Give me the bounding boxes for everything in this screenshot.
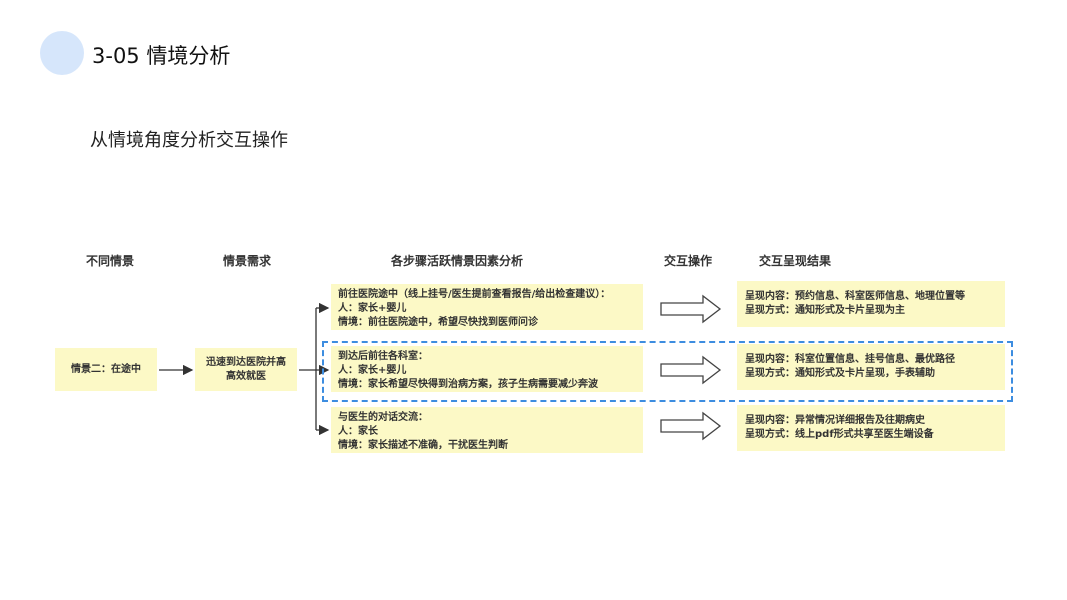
result-line: 呈现内容：预约信息、科室医师信息、地理位置等 (745, 291, 965, 302)
result-line: 呈现方式：通知形式及卡片呈现为主 (745, 305, 905, 316)
result-box-3: 呈现内容：异常情况详细报告及往期病史 呈现方式：线上pdf形式共享至医生端设备 (737, 405, 1005, 451)
column-header-interaction: 交互操作 (663, 254, 713, 268)
step-line: 前往医院途中（线上挂号/医生提前查看报告/给出检查建议）： (338, 289, 611, 300)
result-line: 呈现内容：科室位置信息、挂号信息、最优路径 (745, 354, 955, 365)
need-line: 迅速到达医院并高 (206, 356, 286, 368)
page-title: 3-05 情境分析 (92, 44, 231, 68)
result-box-2: 呈现内容：科室位置信息、挂号信息、最优路径 呈现方式：通知形式及卡片呈现，手表辅… (737, 344, 1005, 390)
page-subtitle: 从情境角度分析交互操作 (90, 130, 288, 151)
highlight-dashed-frame (322, 341, 1013, 402)
result-line: 呈现内容：异常情况详细报告及往期病史 (745, 415, 925, 426)
step-line: 与医生的对话交流： (338, 412, 428, 423)
step-line: 人：家长+婴儿 (338, 303, 407, 314)
result-line: 呈现方式：线上pdf形式共享至医生端设备 (745, 429, 934, 440)
step-box-doctor-talk: 与医生的对话交流： 人：家长 情境：家长描述不准确，干扰医生判断 (331, 407, 643, 453)
scenario-box: 情景二：在途中 (55, 348, 157, 391)
step-line: 情境：前往医院途中，希望尽快找到医师问诊 (338, 317, 538, 328)
result-box-1: 呈现内容：预约信息、科室医师信息、地理位置等 呈现方式：通知形式及卡片呈现为主 (737, 281, 1005, 327)
column-header-result: 交互呈现结果 (758, 254, 832, 268)
step-line: 情境：家长描述不准确，干扰医生判断 (338, 440, 508, 451)
column-header-factors: 各步骤活跃情景因素分析 (390, 254, 524, 268)
result-line: 呈现方式：通知形式及卡片呈现，手表辅助 (745, 368, 935, 379)
step-line: 到达后前往各科室： (338, 351, 428, 362)
title-decoration-circle (40, 31, 84, 75)
need-line: 高效就医 (226, 370, 266, 382)
need-box: 迅速到达医院并高 高效就医 (195, 348, 297, 391)
step-box-departments: 到达后前往各科室： 人：家长+婴儿 情境：家长希望尽快得到治病方案，孩子生病需要… (331, 346, 643, 392)
column-header-need: 情景需求 (222, 254, 272, 268)
step-line: 人：家长+婴儿 (338, 365, 407, 376)
step-line: 情境：家长希望尽快得到治病方案，孩子生病需要减少奔波 (338, 379, 598, 390)
step-line: 人：家长 (338, 426, 378, 437)
step-box-on-the-way: 前往医院途中（线上挂号/医生提前查看报告/给出检查建议）： 人：家长+婴儿 情境… (331, 284, 643, 330)
column-header-scenario: 不同情景 (85, 254, 135, 268)
